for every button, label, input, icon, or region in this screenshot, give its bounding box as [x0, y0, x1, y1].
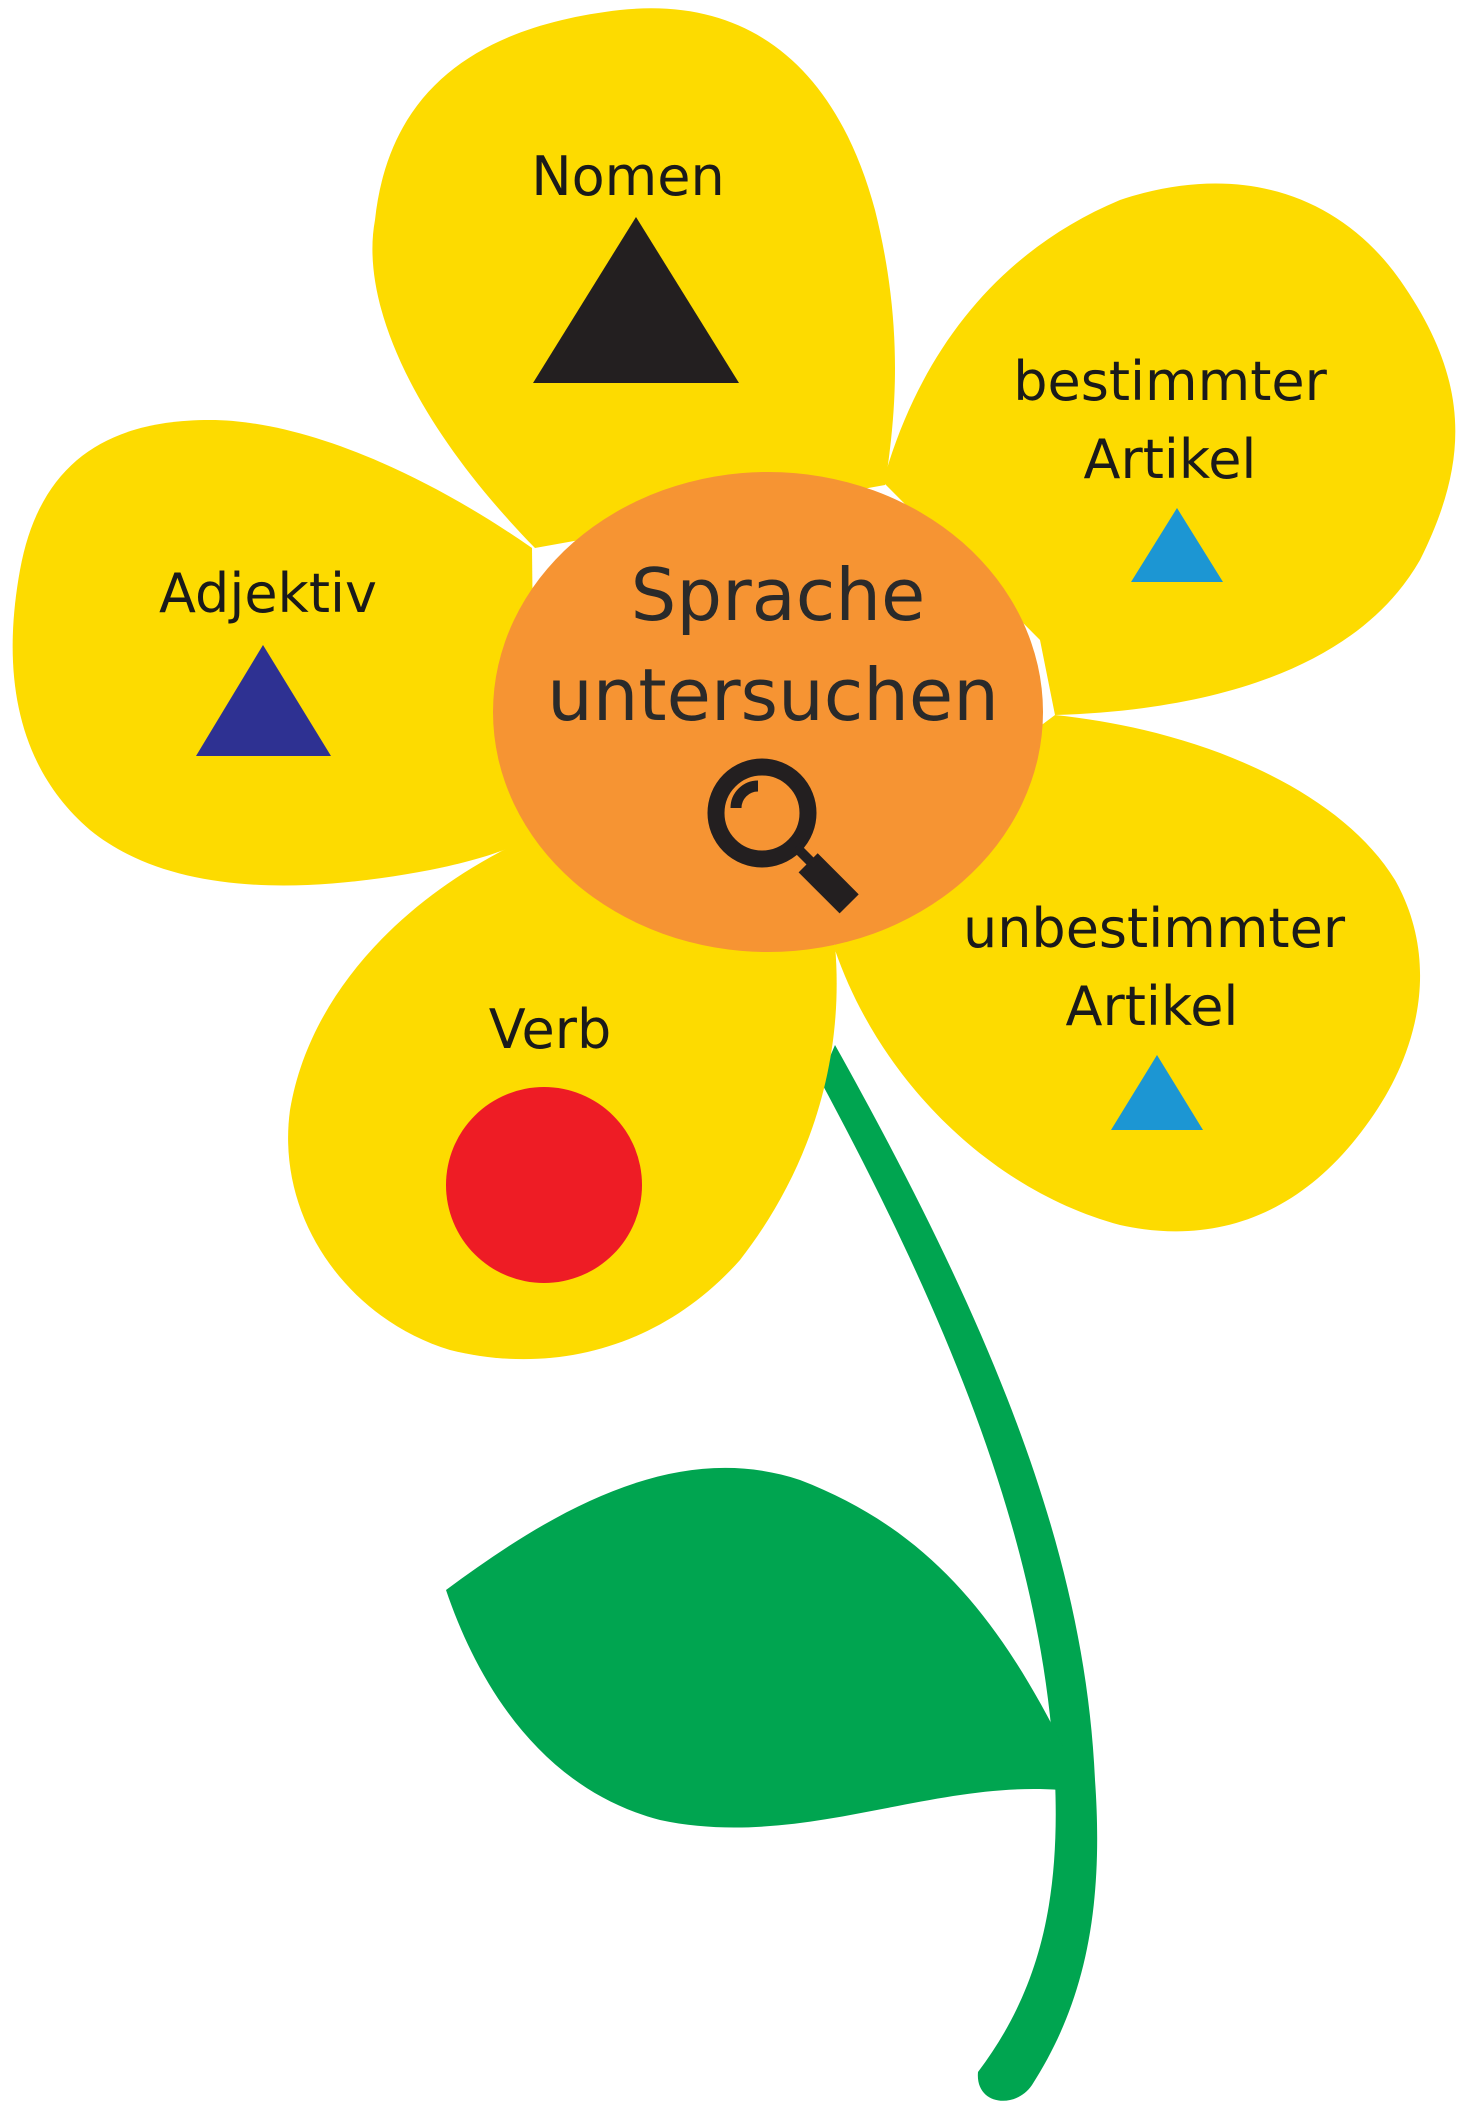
- label-bestimmter: bestimmter: [1013, 350, 1327, 413]
- leaf: [446, 1467, 1065, 1828]
- bestimmter-artikel-triangle-icon: [1131, 508, 1223, 582]
- label-unbestimmter-artikel-line2: Artikel: [1066, 975, 1239, 1038]
- label-adjektiv: Adjektiv: [159, 562, 377, 625]
- title-line-1: Sprache: [631, 553, 926, 637]
- petal-adjektiv: [12, 420, 535, 886]
- nomen-triangle-icon: [533, 217, 739, 383]
- label-unbestimmter: unbestimmter: [963, 897, 1346, 960]
- magnifier-icon: [707, 758, 859, 914]
- label-verb: Verb: [489, 998, 611, 1061]
- label-nomen: Nomen: [531, 145, 724, 208]
- petal-bestimmter-artikel: [883, 183, 1456, 715]
- label-bestimmter-artikel-line2: Artikel: [1084, 428, 1257, 491]
- verb-circle-icon: [446, 1087, 642, 1283]
- title-line-2: untersuchen: [547, 653, 999, 737]
- stem: [820, 1045, 1098, 2101]
- adjektiv-triangle-icon: [196, 645, 331, 756]
- flower-center: [493, 472, 1043, 952]
- unbestimmter-artikel-triangle-icon: [1111, 1055, 1203, 1130]
